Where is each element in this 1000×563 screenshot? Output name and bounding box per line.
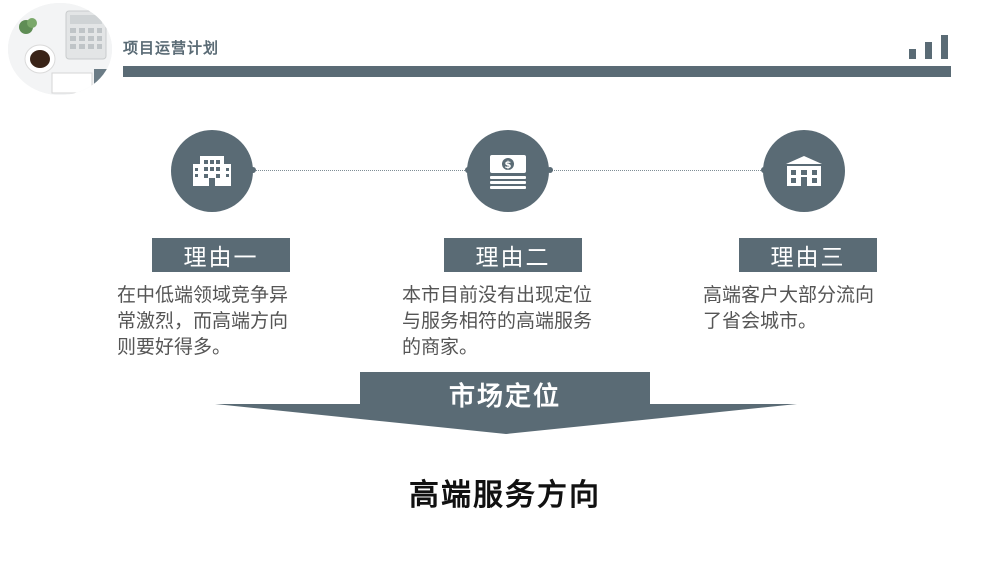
svg-text:$: $ <box>505 160 512 171</box>
reason-1-badge <box>171 130 253 212</box>
money-stack-icon: $ <box>490 155 526 189</box>
page-title: 项目运营计划 <box>123 39 220 57</box>
header-photo <box>8 3 112 95</box>
bar-chart-icon <box>909 35 948 59</box>
market-arrow <box>215 372 797 434</box>
desk-photo-icon <box>8 3 112 95</box>
connector-dot <box>547 167 553 173</box>
reason-2-badge: $ <box>467 130 549 212</box>
reason-3-badge <box>763 130 845 212</box>
reason-3-label: 理由三 <box>739 238 877 272</box>
store-icon <box>786 156 822 186</box>
reason-1-text: 在中低端领域竞争异 常激烈，而高端方向 则要好得多。 <box>117 284 289 358</box>
reason-1-label: 理由一 <box>152 238 290 272</box>
connector-dot <box>250 167 256 173</box>
market-label: 市场定位 <box>448 382 561 412</box>
reason-3-text: 高端客户大部分流向 了省会城市。 <box>703 284 875 332</box>
reason-2-label: 理由二 <box>444 238 582 272</box>
reason-2-text: 本市目前没有出现定位 与服务相符的高端服务 的商家。 <box>402 284 593 358</box>
building-icon <box>193 156 231 186</box>
header-divider <box>123 66 951 77</box>
conclusion-text: 高端服务方向 <box>409 478 601 513</box>
